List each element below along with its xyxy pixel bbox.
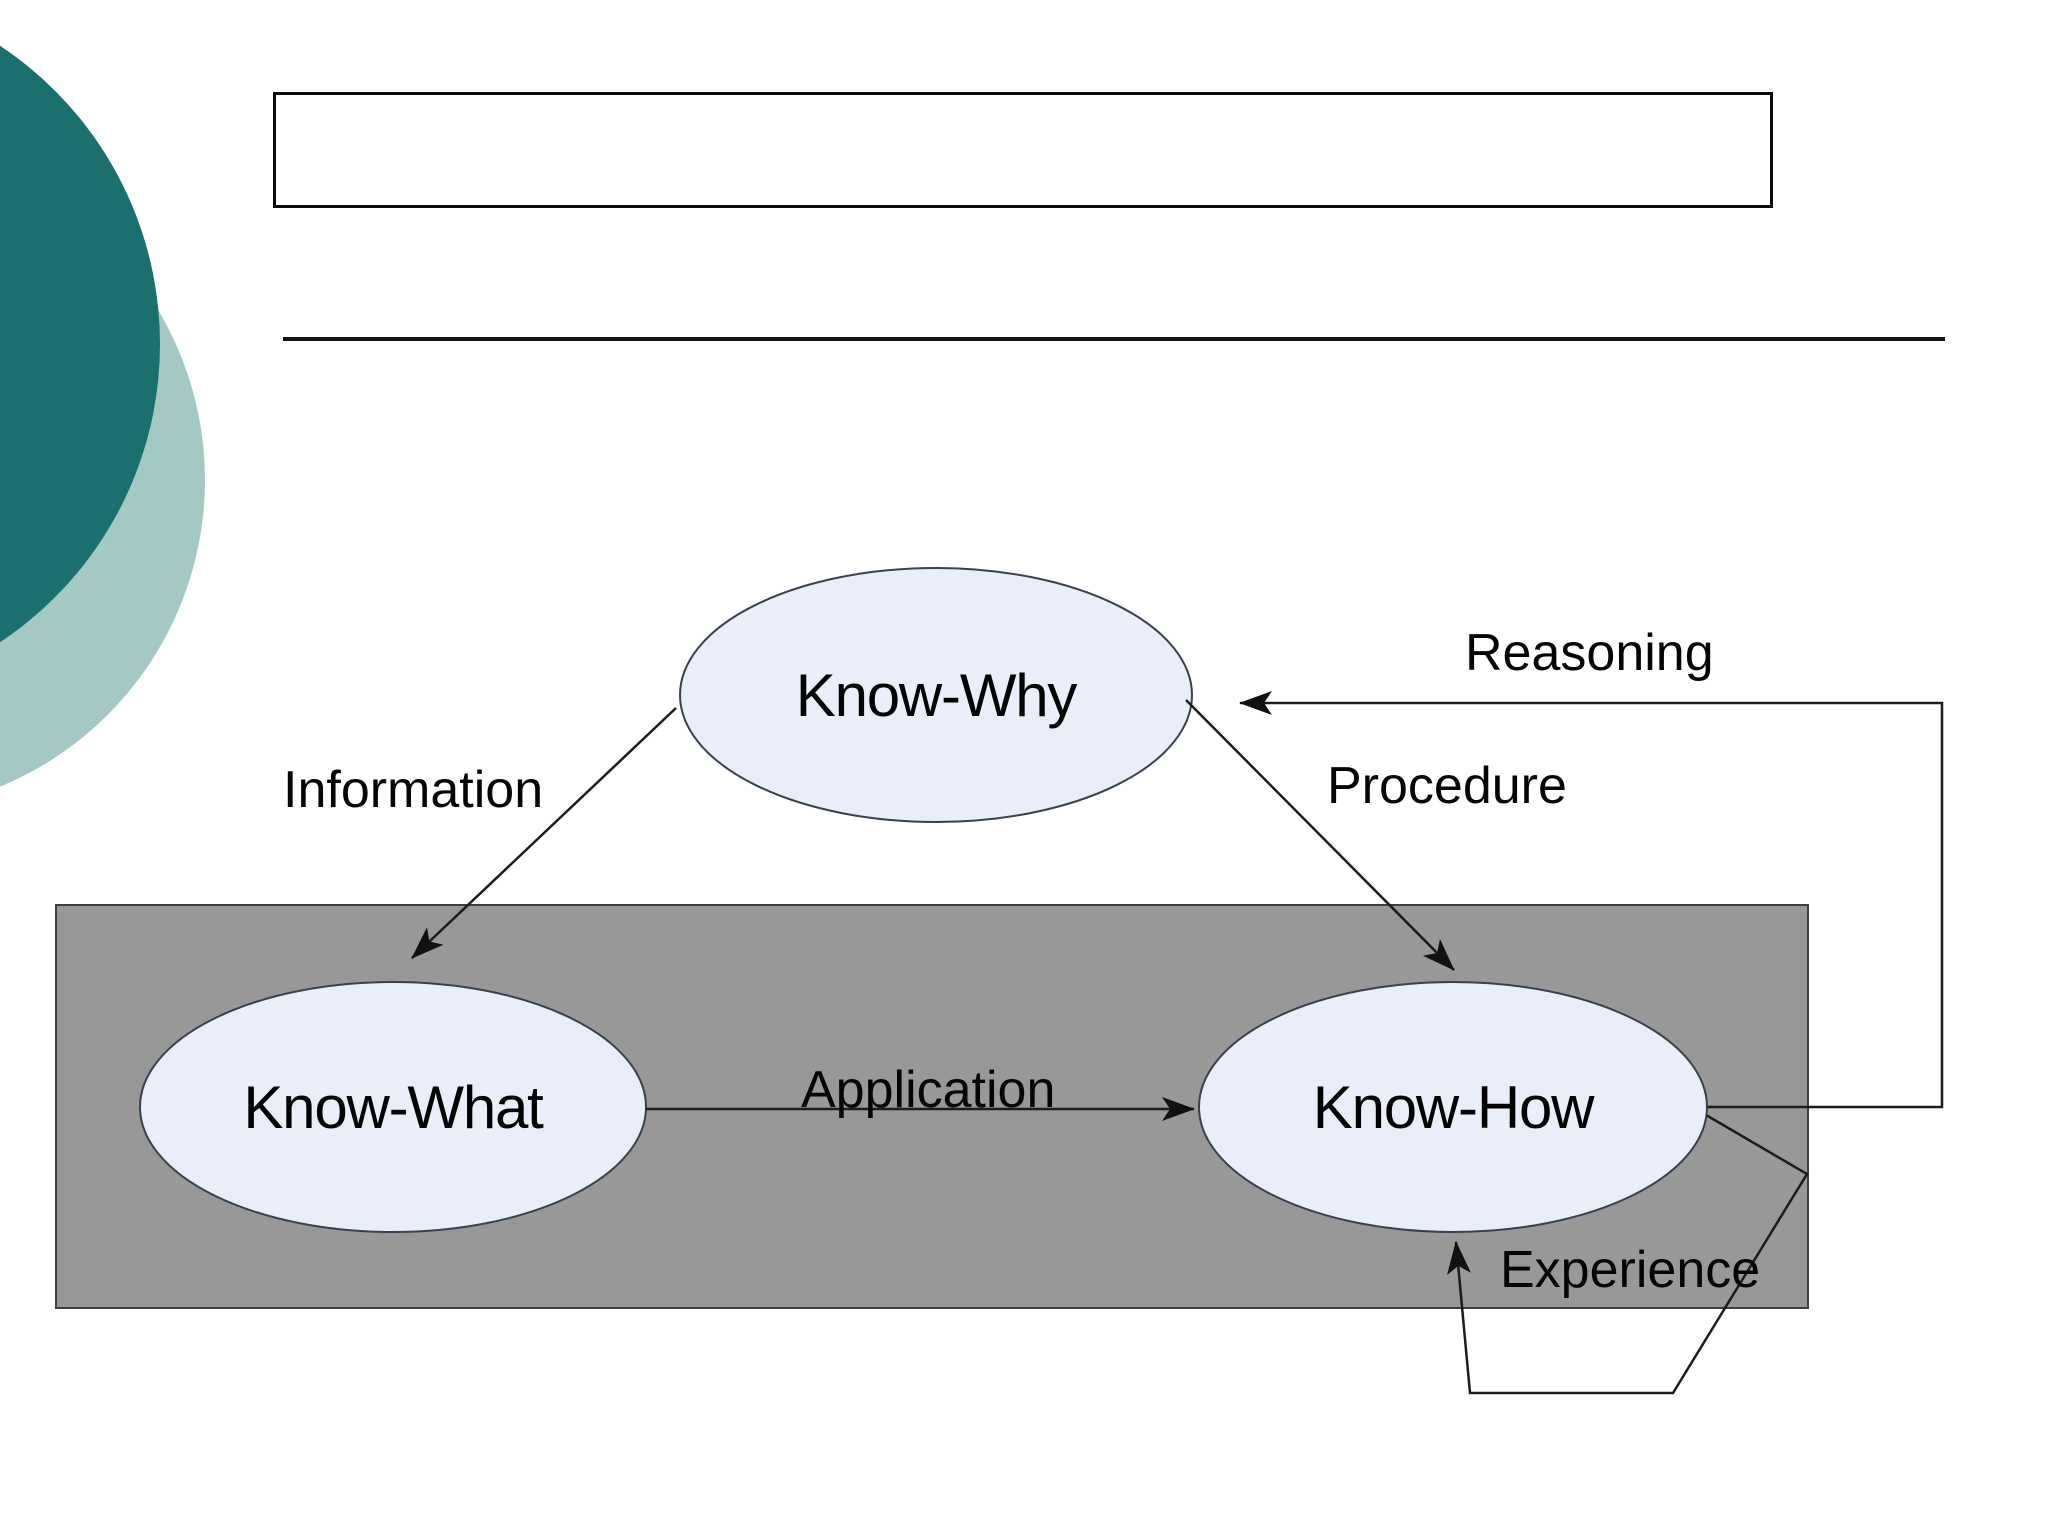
node-know-why [679,567,1193,823]
edge-reasoning-arrow [1239,691,1944,1109]
edge-experience-arrow [1447,1113,1809,1395]
title-divider-line [283,337,1945,341]
node-know-how [1198,981,1708,1233]
title-box [273,92,1773,208]
node-know-what [139,981,647,1233]
edge-information-arrow [411,707,677,959]
edge-procedure-arrow [1185,699,1455,971]
